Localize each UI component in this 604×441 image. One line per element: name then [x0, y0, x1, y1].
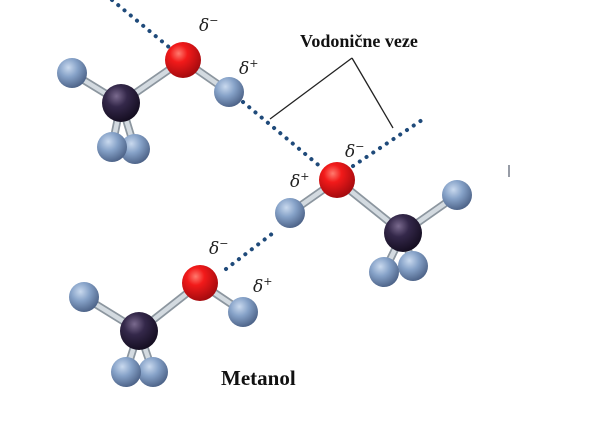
hydrogen-atom: [111, 357, 141, 387]
hydrogen-atom: [398, 251, 428, 281]
hydrogen-bond-line: [351, 116, 427, 168]
hydrogen-atom: [69, 282, 99, 312]
carbon-atom: [102, 84, 140, 122]
methanol-middle: [275, 162, 472, 287]
hydrogen-bond-dotted-lines: [110, 0, 427, 271]
carbon-atom: [120, 312, 158, 350]
oxygen-atom: [319, 162, 355, 198]
methanol-top: [57, 42, 244, 164]
middle-oxygen-partial-negative: δ−: [345, 140, 365, 162]
pointer-lines: [269, 57, 394, 129]
molecules: [57, 42, 472, 387]
hydrogen-atom: [120, 134, 150, 164]
hydrogen-atom: [228, 297, 258, 327]
hydrogen-atom: [138, 357, 168, 387]
hydrogen-atom: [97, 132, 127, 162]
hydrogen-atom: [275, 198, 305, 228]
oxygen-atom: [182, 265, 218, 301]
bottom-oxygen-partial-negative: δ−: [209, 237, 229, 259]
hydrogen-atom: [442, 180, 472, 210]
hydrogen-atom: [57, 58, 87, 88]
middle-hydrogen-partial-positive: δ+: [290, 170, 310, 192]
hydrogen-bonds-label: Vodonične veze: [300, 31, 418, 51]
top-oxygen-partial-negative: δ−: [199, 14, 219, 36]
hydrogen-atom: [214, 77, 244, 107]
bottom-hydrogen-partial-positive: δ+: [253, 275, 273, 297]
hydrogen-atom: [369, 257, 399, 287]
edge-mark: [508, 165, 510, 177]
pointer-line: [351, 57, 394, 129]
carbon-atom: [384, 214, 422, 252]
title-label: Metanol: [221, 366, 296, 390]
pointer-line: [269, 57, 353, 120]
methanol-bottom: [69, 265, 258, 387]
hydrogen-bond-line: [241, 100, 324, 170]
oxygen-atom: [165, 42, 201, 78]
hydrogen-bond-line: [224, 228, 279, 271]
hydrogen-bond-line: [110, 0, 172, 50]
top-hydrogen-partial-positive: δ+: [239, 57, 259, 79]
